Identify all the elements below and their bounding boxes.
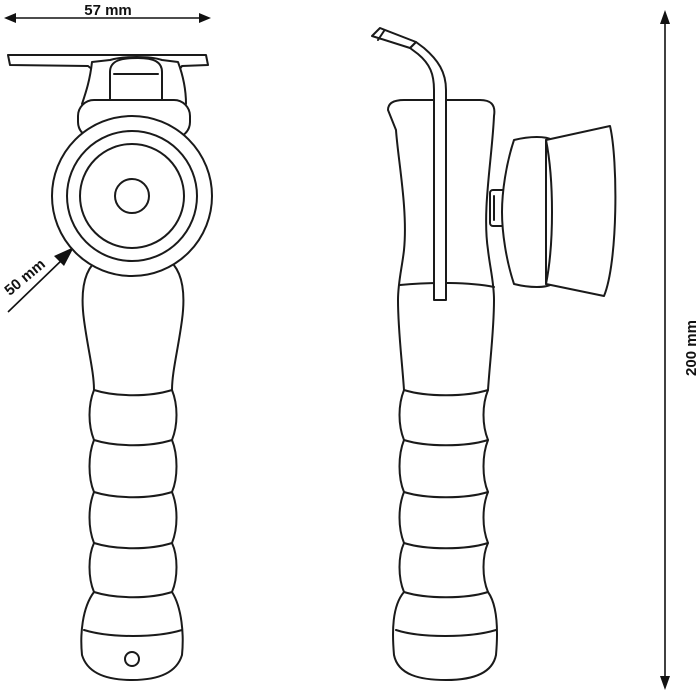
front-grip-ring-5 xyxy=(93,591,173,599)
front-lanyard-hole xyxy=(124,651,140,667)
height-arrow-bottom xyxy=(660,676,670,690)
side-view xyxy=(371,27,617,681)
side-lamp-back xyxy=(501,136,553,288)
width-label: 57 mm xyxy=(84,2,132,19)
front-bracket-slot xyxy=(109,57,163,105)
front-view xyxy=(7,54,213,681)
width-arrow-left xyxy=(4,13,16,23)
side-grip-ring-5 xyxy=(403,591,489,599)
front-lamp-led xyxy=(114,178,150,214)
height-dimension: 200 mm xyxy=(660,10,700,690)
front-handle xyxy=(80,257,185,681)
side-body-division xyxy=(399,281,495,288)
side-hook-tip-line xyxy=(377,30,385,41)
front-end-cap-line xyxy=(83,629,183,637)
diameter-dimension: 50 mm xyxy=(1,247,74,313)
width-dimension: 57 mm xyxy=(4,2,211,23)
front-grip-ring-1 xyxy=(93,389,173,397)
diameter-leader-line xyxy=(7,257,65,313)
front-grip-ring-2 xyxy=(93,439,173,447)
side-grip-ring-1 xyxy=(403,389,489,397)
width-arrow-right xyxy=(199,13,211,23)
height-arrow-top xyxy=(660,10,670,24)
front-grip-ring-3 xyxy=(93,491,173,499)
side-grip-ring-2 xyxy=(403,439,489,447)
diameter-arrow xyxy=(54,247,74,266)
side-grip-ring-3 xyxy=(403,491,489,499)
front-grip-ring-4 xyxy=(93,542,173,550)
side-end-cap-line xyxy=(395,629,497,637)
side-lamp-seam xyxy=(545,139,553,285)
height-label: 200 mm xyxy=(683,320,700,376)
side-grip-ring-4 xyxy=(403,542,489,550)
diameter-label: 50 mm xyxy=(1,256,48,300)
side-lamp-front xyxy=(545,125,617,297)
